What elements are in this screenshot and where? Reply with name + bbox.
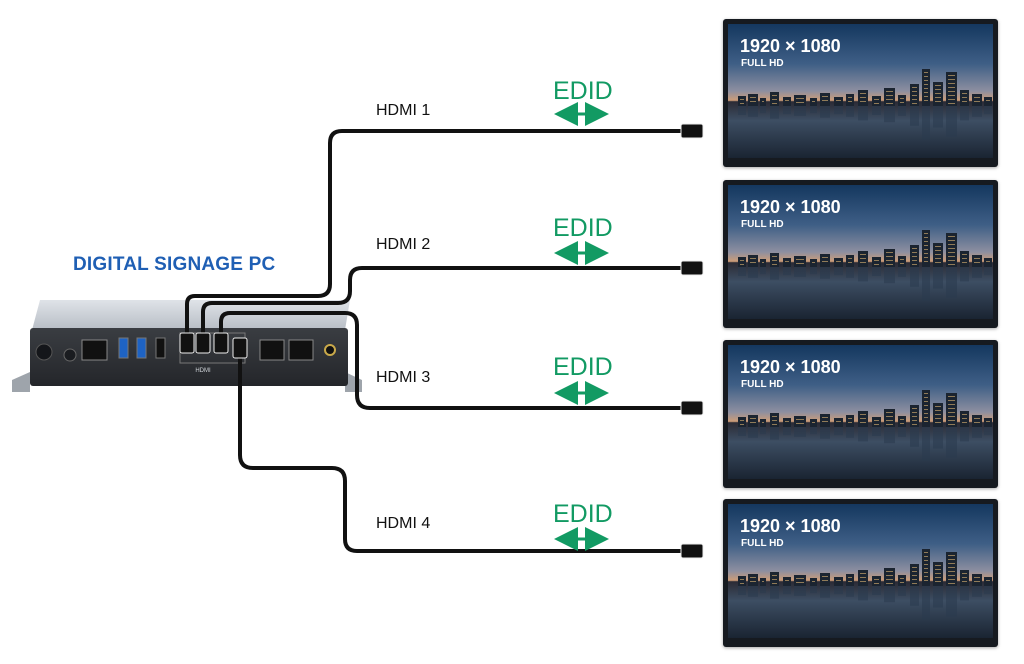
resolution-label: 1920 × 1080 — [740, 357, 841, 377]
edid-label-4: EDID — [553, 500, 613, 528]
resolution-label: 1920 × 1080 — [740, 36, 841, 56]
hdmi-plug-icon — [680, 543, 704, 559]
format-label: FULL HD — [741, 58, 784, 69]
lan-port-icon — [288, 339, 314, 361]
pc-top-panel — [32, 300, 350, 330]
hdmi-cable-3 — [219, 311, 686, 410]
format-label: FULL HD — [741, 219, 784, 230]
hdmi-cables — [185, 129, 686, 553]
edid-label-1: EDID — [553, 77, 613, 105]
power-button-icon — [63, 348, 77, 362]
hdmi-plug-icon — [680, 400, 704, 416]
display-4: 1920 × 1080 FULL HD — [723, 499, 998, 647]
resolution-label: 1920 × 1080 — [740, 197, 841, 217]
display-screen: 1920 × 1080 FULL HD — [728, 504, 993, 638]
hdmi-port-label: HDMI — [195, 368, 211, 374]
hdmi-label-1: HDMI 1 — [376, 102, 431, 119]
pc-side-plugs — [179, 332, 248, 359]
hdmi-plug-icon — [680, 123, 704, 139]
hdmi-label-4: HDMI 4 — [376, 515, 431, 532]
city-skyline-image — [738, 390, 992, 461]
city-skyline-image — [738, 69, 992, 140]
edid-arrows — [554, 102, 609, 551]
usb2-port-icon — [155, 337, 166, 359]
hdmi-cable-2 — [201, 266, 686, 336]
monitor-side-plugs — [680, 123, 704, 559]
city-skyline-image — [738, 549, 992, 620]
edid-label-2: EDID — [553, 214, 613, 242]
display-screen: 1920 × 1080 FULL HD — [728, 185, 993, 319]
hdmi-plug-icon — [195, 332, 211, 354]
format-label: FULL HD — [741, 538, 784, 549]
format-label: FULL HD — [741, 379, 784, 390]
display-1: 1920 × 1080 FULL HD — [723, 19, 998, 167]
hdmi-plug-icon — [680, 260, 704, 276]
usb3-port-icon — [118, 337, 129, 359]
edid-label-3: EDID — [553, 353, 613, 381]
hdmi-cable-4 — [238, 352, 686, 553]
usb3-port-icon — [136, 337, 147, 359]
device-title: DIGITAL SIGNAGE PC — [73, 254, 276, 275]
city-skyline-image — [738, 230, 992, 301]
hdmi-label-3: HDMI 3 — [376, 369, 431, 386]
hdmi-cable-1 — [185, 129, 686, 336]
hdmi-plug-icon — [213, 332, 229, 354]
power-jack-icon — [35, 343, 53, 361]
signage-pc: HDMI — [12, 300, 362, 392]
display-2: 1920 × 1080 FULL HD — [723, 180, 998, 328]
hdmi-plug-icon — [179, 332, 195, 354]
hdmi-label-2: HDMI 2 — [376, 236, 431, 253]
audio-jack-icon — [324, 344, 336, 356]
mount-bracket-left — [12, 372, 30, 392]
resolution-label: 1920 × 1080 — [740, 516, 841, 536]
display-3: 1920 × 1080 FULL HD — [723, 340, 998, 488]
lan-port-icon — [81, 339, 108, 361]
lan-port-icon — [259, 339, 285, 361]
hdmi-plug-icon — [232, 337, 248, 359]
display-screen: 1920 × 1080 FULL HD — [728, 345, 993, 479]
display-screen: 1920 × 1080 FULL HD — [728, 24, 993, 158]
